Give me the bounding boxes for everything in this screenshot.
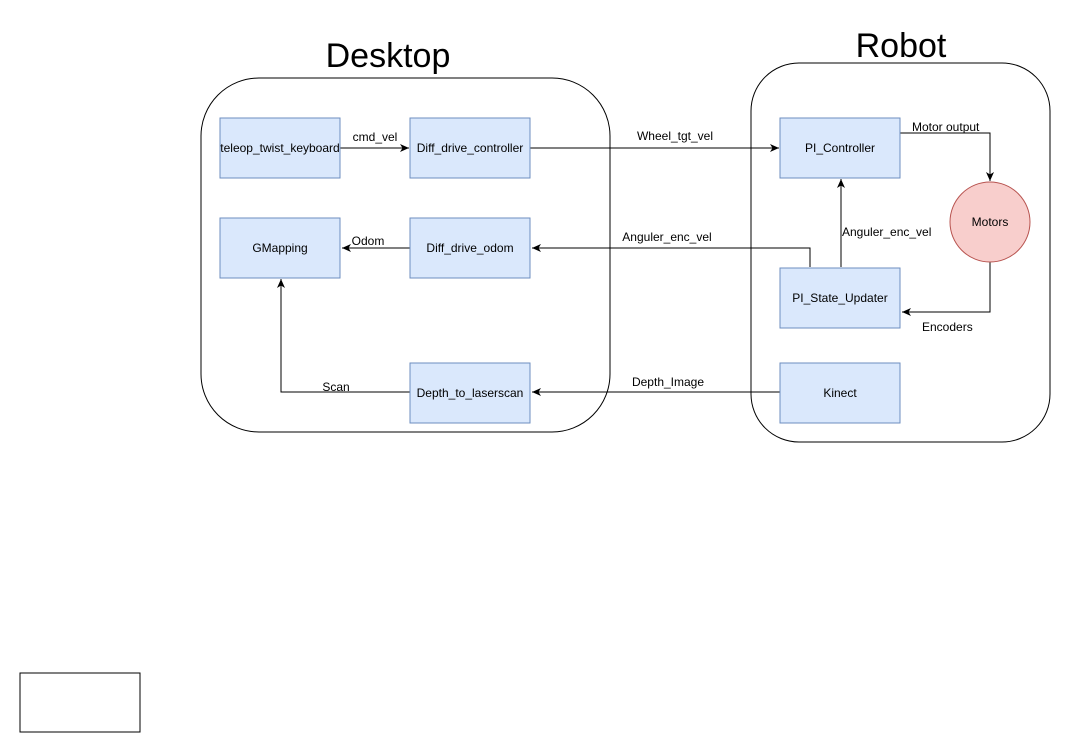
node-label: teleop_twist_keyboard <box>220 141 339 155</box>
node-label: Diff_drive_controller <box>417 141 524 155</box>
label-odom: Odom <box>352 234 385 248</box>
node-label: Kinect <box>823 386 857 400</box>
node-diff-drive-controller: Diff_drive_controller <box>409 117 531 179</box>
node-label: Diff_drive_odom <box>426 241 513 255</box>
label-wheel-tgt-vel: Wheel_tgt_vel <box>637 129 713 143</box>
node-depth-to-laserscan: Depth_to_laserscan <box>409 362 531 424</box>
node-label: GMapping <box>252 241 307 255</box>
node-diff-drive-odom: Diff_drive_odom <box>409 217 531 279</box>
label-anguler-enc-vel-left: Anguler_enc_vel <box>622 230 711 244</box>
node-label: PI_State_Updater <box>792 291 887 305</box>
node-label: PI_Controller <box>805 141 875 155</box>
edge-scan <box>277 279 410 393</box>
edge-motor-output <box>900 132 994 181</box>
label-depth-image: Depth_Image <box>632 375 704 389</box>
node-label: Motors <box>972 215 1009 229</box>
label-encoders: Encoders <box>922 320 973 334</box>
node-pi-controller: PI_Controller <box>779 117 901 179</box>
node-kinect: Kinect <box>779 362 901 424</box>
edge-encoders <box>902 262 991 316</box>
node-pi-state-updater: PI_State_Updater <box>779 267 901 329</box>
node-label: Depth_to_laserscan <box>417 386 524 400</box>
desktop-container <box>200 77 611 433</box>
node-motors: Motors <box>949 181 1031 263</box>
edges: cmd_vel Wheel_tgt_vel Odom Anguler_enc_v… <box>277 120 994 396</box>
empty-shape[interactable] <box>19 672 141 733</box>
label-scan: Scan <box>322 380 349 394</box>
robot-title: Robot <box>856 27 947 65</box>
node-teleop-twist-keyboard: teleop_twist_keyboard <box>219 117 341 179</box>
label-motor-output: Motor output <box>912 120 980 134</box>
robot-group: Robot <box>750 27 1051 443</box>
desktop-group: Desktop <box>200 37 611 433</box>
desktop-title: Desktop <box>326 37 451 75</box>
edge-anguler-enc-vel-to-odom <box>532 244 811 267</box>
label-anguler-enc-vel-up: Anguler_enc_vel <box>842 225 931 239</box>
node-gmapping: GMapping <box>219 217 341 279</box>
label-cmd-vel: cmd_vel <box>353 130 398 144</box>
robot-container <box>750 62 1051 443</box>
